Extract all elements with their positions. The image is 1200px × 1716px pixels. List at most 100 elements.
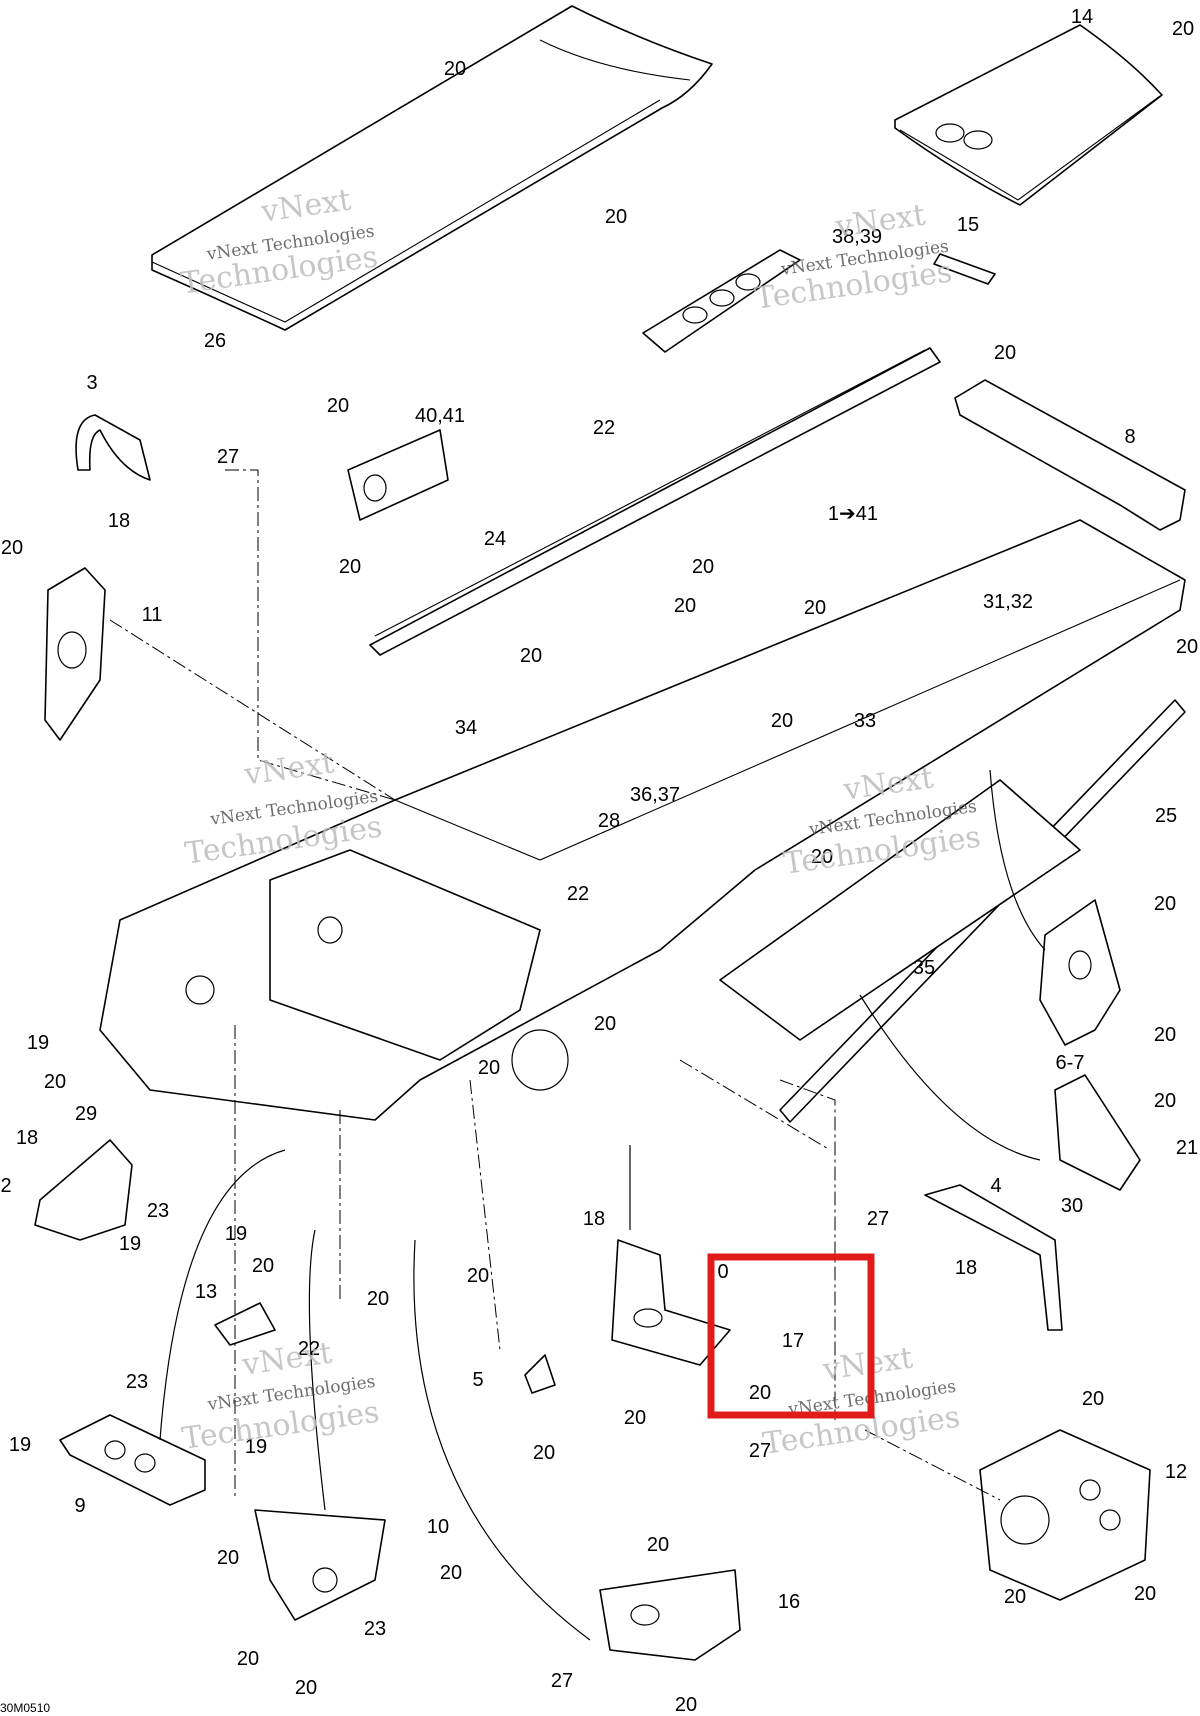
callout-23: 23	[364, 1618, 386, 1640]
callout-27: 27	[749, 1440, 771, 1462]
callout-27: 27	[551, 1670, 573, 1692]
watermark-bottom-right: vNext vNext Technologies Technologies	[761, 1341, 962, 1462]
callout-20: 20	[1082, 1388, 1104, 1410]
callout-20: 20	[217, 1547, 239, 1569]
part-16-bracket	[599, 1569, 741, 1661]
callout-6-7: 6-7	[1056, 1052, 1085, 1074]
highlight-box	[707, 1253, 875, 1419]
callout-20: 20	[252, 1255, 274, 1277]
callout-22: 22	[298, 1338, 320, 1360]
part-17-bracket	[611, 1239, 731, 1366]
callout-20: 20	[444, 58, 466, 80]
callout-20: 20	[1154, 893, 1176, 915]
callout-9: 9	[74, 1495, 85, 1517]
callout-18: 18	[955, 1257, 977, 1279]
callout-22: 22	[593, 417, 615, 439]
callout-11: 11	[142, 604, 163, 626]
callout-19: 19	[245, 1436, 267, 1458]
callout-24: 24	[484, 528, 506, 550]
callout-36,37: 36,37	[630, 784, 680, 806]
callout-20: 20	[440, 1562, 462, 1584]
part-38-39-plate	[642, 249, 801, 353]
part-40-41-bracket	[347, 429, 449, 521]
part-9-plate	[59, 1414, 206, 1506]
callout-3: 3	[86, 372, 97, 394]
callout-22: 22	[567, 883, 589, 905]
callout-20: 20	[1, 537, 23, 559]
part-14-rear-cover	[894, 24, 1163, 206]
watermark-center-right: vNext vNext Technologies Technologies	[781, 760, 982, 881]
callout-20: 20	[1004, 1586, 1026, 1608]
watermark-line-1: vNext	[241, 745, 336, 792]
callout-20: 20	[675, 1694, 697, 1716]
callout-20: 20	[605, 206, 627, 228]
callout-19: 19	[27, 1032, 49, 1054]
callout-8: 8	[1124, 426, 1135, 448]
part-24-rail	[369, 347, 941, 656]
part-35-skid-plate	[719, 779, 1081, 1041]
part-15-bar	[933, 253, 996, 285]
callout-20: 20	[692, 556, 714, 578]
callout-16: 16	[778, 1591, 800, 1613]
figure-code: 30M0510	[0, 1701, 50, 1715]
callout-20: 20	[811, 846, 833, 868]
part-2-bracket	[34, 1139, 133, 1241]
callout-20: 20	[647, 1534, 669, 1556]
callout-30: 30	[1061, 1195, 1083, 1217]
part-11-side-plate	[44, 567, 106, 741]
callout-26: 26	[204, 330, 226, 352]
callout-20: 20	[467, 1265, 489, 1287]
part-13-plate	[214, 1302, 276, 1346]
callout-29: 29	[75, 1103, 97, 1125]
callout-20: 20	[994, 342, 1016, 364]
callout-20: 20	[533, 1442, 555, 1464]
callout-19: 19	[225, 1223, 247, 1245]
callout-18: 18	[583, 1208, 605, 1230]
callout-4: 4	[990, 1175, 1001, 1197]
callout-20: 20	[520, 645, 542, 667]
callout-23: 23	[147, 1200, 169, 1222]
callout-20: 20	[478, 1057, 500, 1079]
callout-20: 20	[1176, 636, 1198, 658]
part-4-handle	[924, 1184, 1063, 1331]
callout-38,39: 38,39	[832, 226, 882, 248]
callout-1➔41: 1➔41	[828, 503, 878, 525]
part-26-tunnel-top-panel	[151, 5, 713, 331]
part-30-bracket	[1054, 1074, 1141, 1191]
callout-18: 18	[16, 1127, 38, 1149]
callout-40,41: 40,41	[415, 405, 465, 427]
part-12-side-plate	[979, 1429, 1151, 1601]
callout-20: 20	[804, 597, 826, 619]
callout-15: 15	[957, 214, 979, 236]
callout-20: 20	[367, 1288, 389, 1310]
callout-19: 19	[9, 1434, 31, 1456]
callout-2: 2	[0, 1175, 11, 1197]
callout-20: 20	[594, 1013, 616, 1035]
watermark-bottom-left: vNext vNext Technologies Technologies	[180, 1336, 381, 1457]
callout-5: 5	[472, 1369, 483, 1391]
callout-25: 25	[1155, 805, 1177, 827]
callout-20: 20	[44, 1071, 66, 1093]
callout-12: 12	[1165, 1461, 1187, 1483]
callout-20: 20	[1154, 1090, 1176, 1112]
callout-20: 20	[327, 395, 349, 417]
part-10-bracket	[254, 1509, 386, 1621]
callout-20: 20	[1172, 18, 1194, 40]
callout-20: 20	[339, 556, 361, 578]
callout-13: 13	[195, 1281, 217, 1303]
alignment-lines	[109, 469, 1001, 1501]
callout-23: 23	[126, 1371, 148, 1393]
part-3-handle	[75, 414, 151, 481]
callout-20: 20	[295, 1677, 317, 1699]
callout-18: 18	[108, 510, 130, 532]
callout-20: 20	[237, 1648, 259, 1670]
callout-21: 21	[1176, 1137, 1198, 1159]
part-8-bracket	[954, 379, 1186, 531]
part-6-7-bracket	[1039, 899, 1121, 1046]
callout-31,32: 31,32	[983, 591, 1033, 613]
watermark-line-1: vNext	[820, 1341, 915, 1388]
callout-28: 28	[598, 810, 620, 832]
callout-17: 17	[782, 1330, 804, 1352]
